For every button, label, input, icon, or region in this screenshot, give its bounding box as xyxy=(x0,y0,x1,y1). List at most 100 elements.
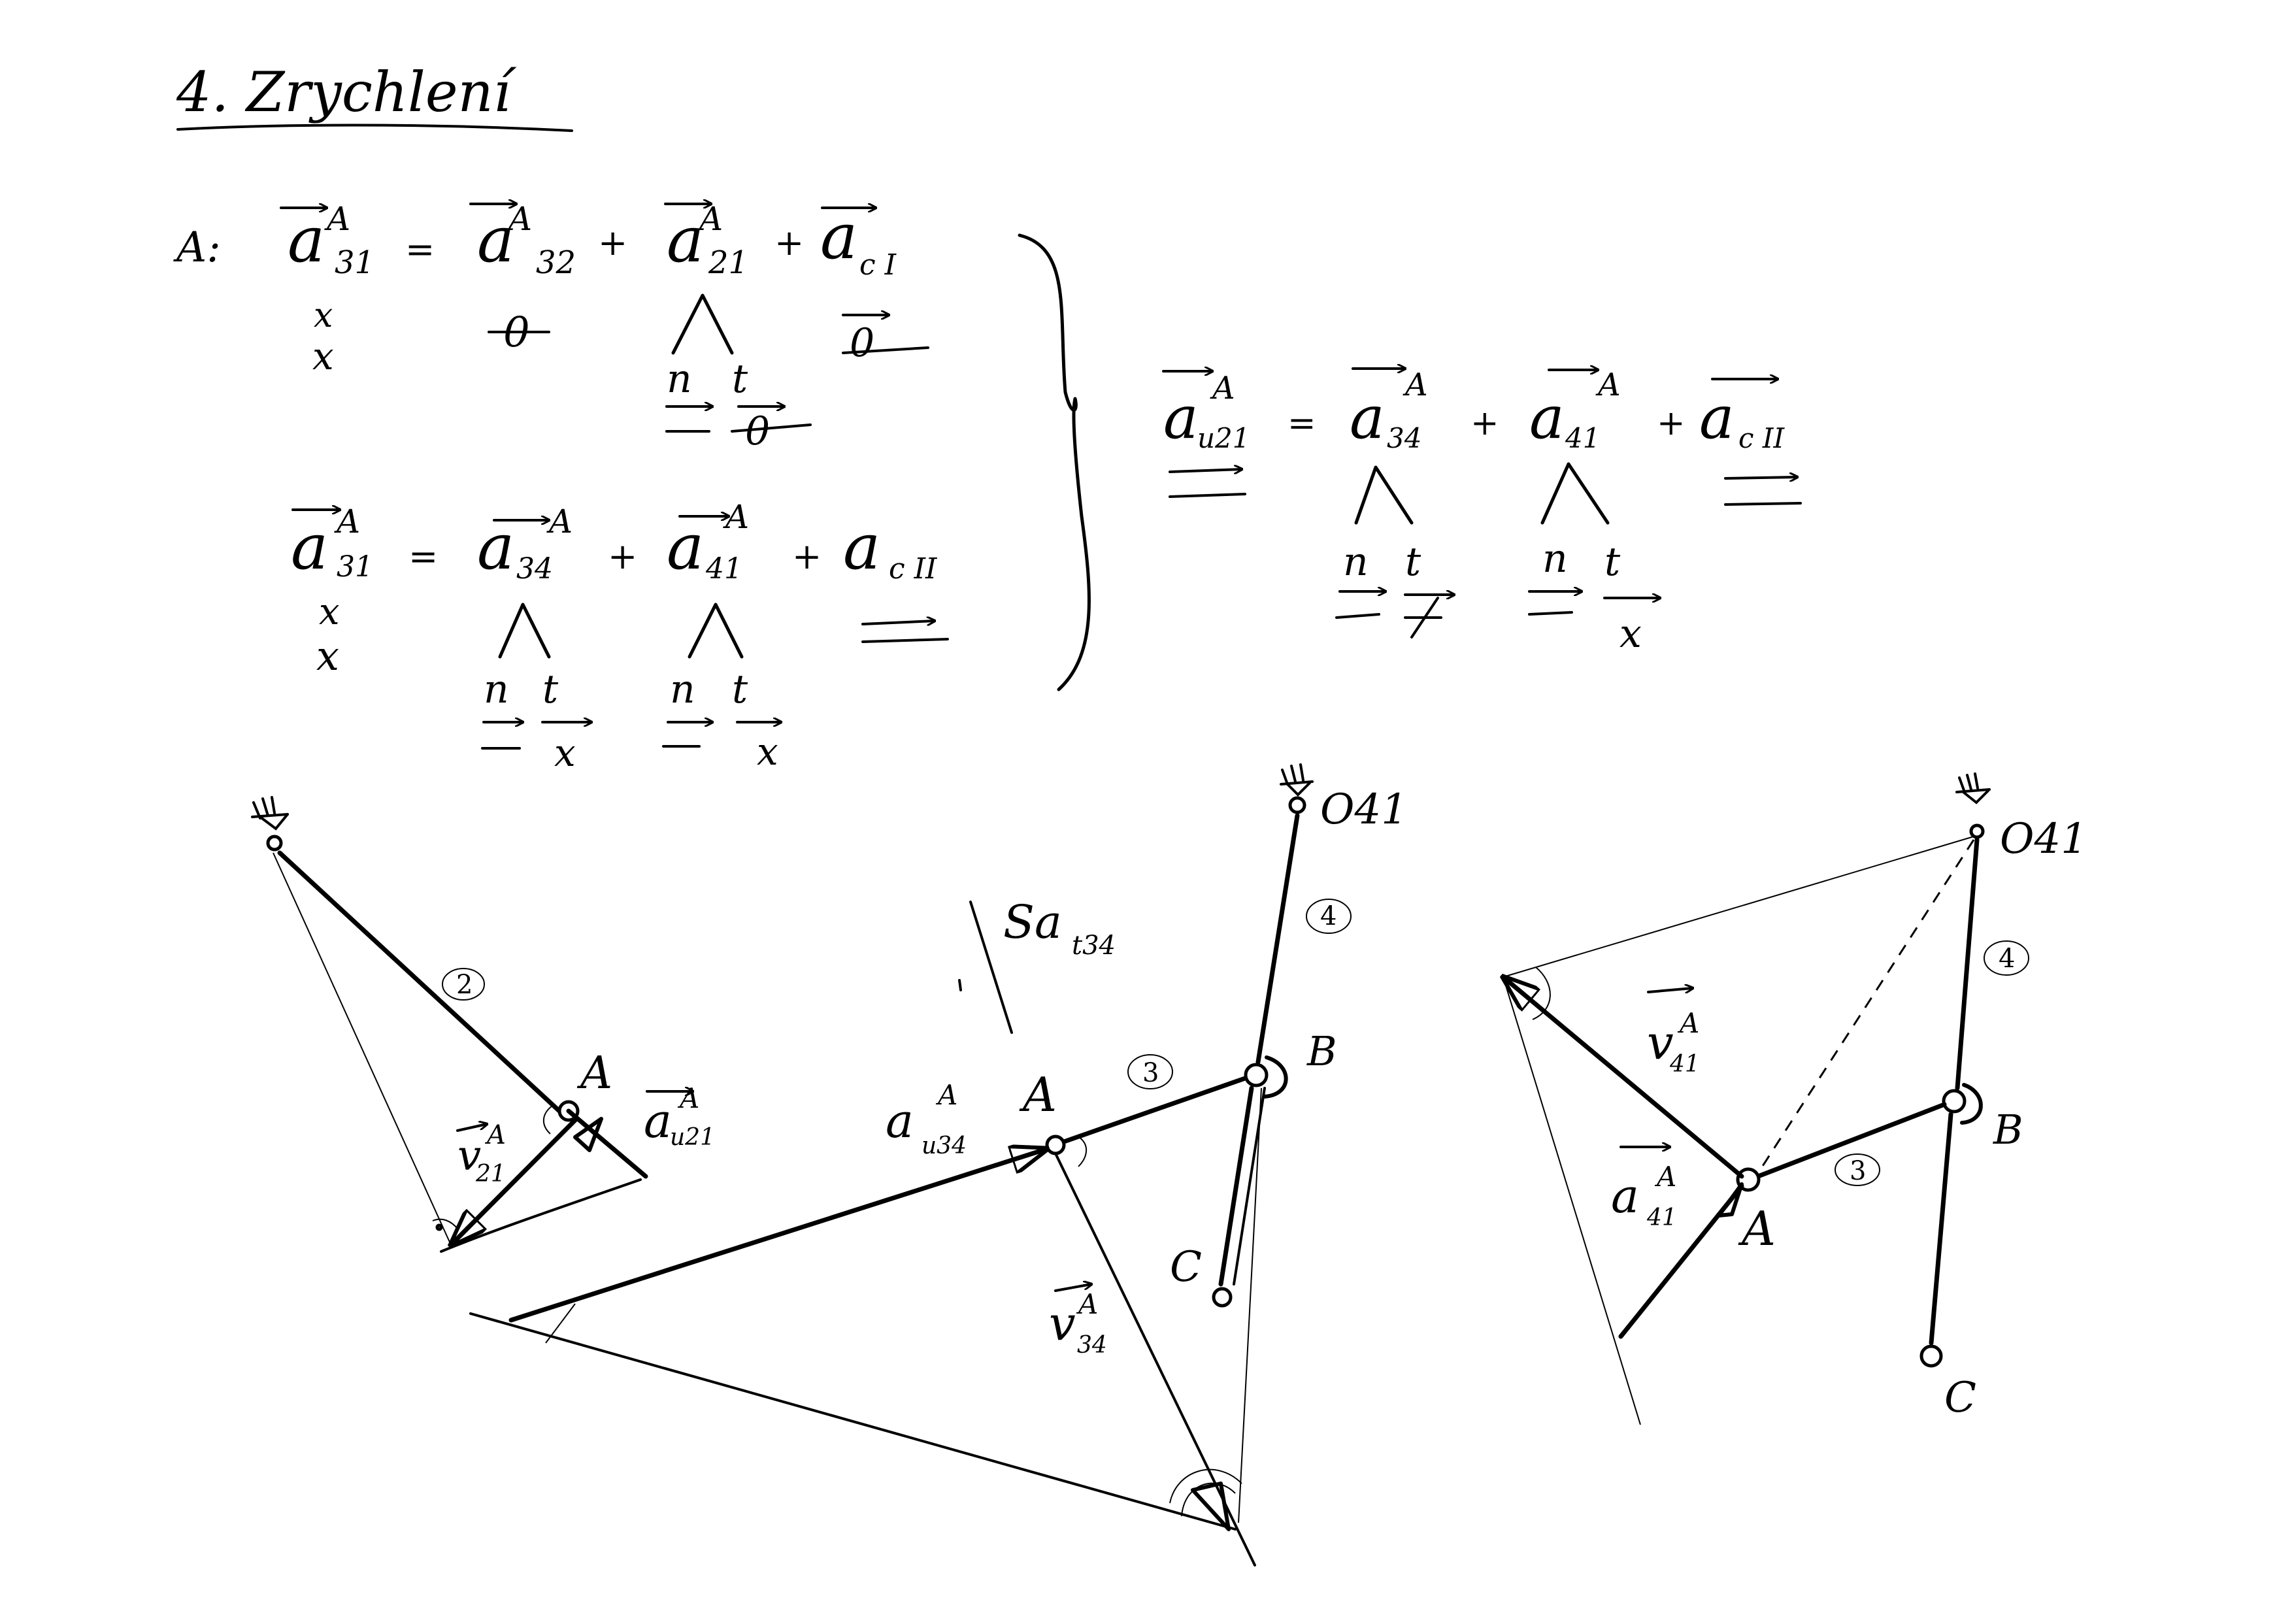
v41-label: v xyxy=(1647,1015,1674,1070)
link-4-label-3: 4 xyxy=(1999,944,2015,974)
point-A-label-1: A xyxy=(576,1048,612,1099)
eq2-lhs: a xyxy=(291,510,328,584)
eq3-plus-1: + xyxy=(1470,404,1499,443)
eq1-term3: a xyxy=(820,200,857,273)
link-3-label-3: 3 xyxy=(1850,1156,1866,1186)
tick-mark-2 xyxy=(545,1303,576,1344)
eq2-term1: a xyxy=(477,510,514,584)
eq3-term2: a xyxy=(1529,384,1565,452)
construction-line-1 xyxy=(273,852,452,1246)
eq1-term2: a xyxy=(667,203,704,276)
eq2-plus-1: + xyxy=(608,536,637,577)
eq2-mark-x2: x xyxy=(316,632,339,680)
ground-support-3 xyxy=(1955,772,1991,839)
a-u34-label: a xyxy=(886,1093,914,1148)
construction-line-3a xyxy=(1503,836,1974,978)
eq1-plus-1: + xyxy=(598,222,627,263)
eq3-mark-t-2: t xyxy=(1604,539,1621,585)
eq3-mark-n2-line xyxy=(1528,611,1573,616)
v41-sup: A xyxy=(1677,1007,1699,1039)
v21-sub: 21 xyxy=(475,1161,506,1187)
eq1-mark-t3-strike xyxy=(842,346,929,354)
vector-a41-head xyxy=(1717,1182,1744,1218)
eq3-lhs-mark-line xyxy=(1169,493,1246,498)
O41-label-2: O41 xyxy=(1320,786,1408,834)
eq3-split-caret-1 xyxy=(1354,465,1414,525)
eq3-equals: = xyxy=(1287,404,1316,443)
eq1-term3-sub: c I xyxy=(859,248,897,282)
eq3-lhs: a xyxy=(1163,384,1199,452)
eq2-term2: a xyxy=(667,510,704,584)
joint-C-3 xyxy=(1919,1344,1943,1368)
eq1-term1-sub: 32 xyxy=(536,244,576,281)
link-4-label-2: 4 xyxy=(1320,901,1337,931)
eq2-plus-2: + xyxy=(792,536,822,577)
right-angle-mark-2 xyxy=(432,1218,458,1229)
eq2-mark-t-2: t xyxy=(732,667,748,712)
eq2-split-caret-1 xyxy=(498,603,551,659)
diagram-2: O41 4 B C 3 A Sa t34 a A u34 v A 34 xyxy=(469,763,1408,1566)
eq3-mark-t1-strike xyxy=(1410,597,1439,638)
construction-line-3b xyxy=(1503,976,1641,1425)
link-2-label: 2 xyxy=(456,970,473,1000)
eq1-term1: a xyxy=(477,203,514,276)
curly-brace xyxy=(1018,233,1091,691)
joint-B-2 xyxy=(1244,1063,1269,1087)
link-4-upper xyxy=(1255,813,1300,1065)
eq1-mark-t3-zero: 0 xyxy=(850,320,874,366)
eq1-mark-t: t xyxy=(732,356,748,402)
link-3-label-2: 3 xyxy=(1142,1058,1159,1088)
vector-v34-head xyxy=(1191,1482,1231,1531)
eq1-term2-sup: A xyxy=(697,200,723,238)
eq2-lhs-sup: A xyxy=(334,503,360,540)
eq1-mark-n: n xyxy=(667,356,692,402)
a-u21-sup: A xyxy=(677,1082,699,1114)
vector-v41 xyxy=(1503,977,1744,1179)
O41-label-3: O41 xyxy=(2000,815,2087,863)
page-title: 4. Zrychlení xyxy=(176,60,517,124)
point-C-label-2: C xyxy=(1170,1243,1202,1291)
eq2-mark-t-1: t xyxy=(542,667,559,712)
eq1-lhs: a xyxy=(288,203,325,276)
v21-label: v xyxy=(457,1132,481,1180)
eq3-lhs-sup: A xyxy=(1210,370,1235,406)
eq3-term1-sup: A xyxy=(1403,367,1428,403)
eq1-plus-2: + xyxy=(774,222,804,263)
eq1-lhs-sub: 31 xyxy=(335,244,374,281)
vector-a-u21-head xyxy=(573,1117,603,1152)
eq1-term1-sup: A xyxy=(506,200,532,238)
link-3-3 xyxy=(1755,1102,1947,1179)
eq3-mark-t-1: t xyxy=(1405,539,1421,585)
link-4-upper-3 xyxy=(1955,837,1980,1091)
eq1-mark-lhs-x2: x xyxy=(312,334,334,378)
eq3-lhs-sub: u21 xyxy=(1197,422,1250,454)
equation-2: a A 31 = a A 34 + a A 41 + a c II x x n … xyxy=(291,498,949,775)
eq3-term2-sup: A xyxy=(1595,367,1621,403)
eq1-lhs-sup: A xyxy=(324,200,350,238)
eq2-mark-t1-x: x xyxy=(554,731,576,775)
eq3-term1-sub: 34 xyxy=(1387,422,1421,454)
eq3-mark-n-2: n xyxy=(1542,536,1568,582)
eq3-mark-n1-line xyxy=(1335,613,1380,619)
eq1-point-label: A: xyxy=(173,224,221,272)
a41-sup: A xyxy=(1654,1161,1676,1193)
a41-label: a xyxy=(1611,1168,1639,1223)
equation-3: a A u21 = a A 34 + a A 41 + a c II n t n… xyxy=(1162,367,1802,657)
right-angle-mark-1 xyxy=(542,1105,553,1135)
v34-label: v xyxy=(1049,1296,1076,1351)
v41-sub: 41 xyxy=(1669,1051,1700,1078)
a-u34-sub: u34 xyxy=(922,1133,967,1159)
ground-support-2 xyxy=(1280,763,1314,814)
link-4-lower-3 xyxy=(1929,1112,1953,1346)
eq3-lhs-mark-arrow xyxy=(1169,469,1242,472)
eq2-mark-t3-line xyxy=(861,638,949,643)
point-B-label-3: B xyxy=(1993,1106,2023,1153)
right-angle-mark-4 xyxy=(1532,967,1551,1020)
title-group: 4. Zrychlení xyxy=(176,60,573,132)
eq2-term2-sub: 41 xyxy=(705,552,742,586)
v34-sup: A xyxy=(1076,1288,1098,1320)
eq3-term3-mark-line xyxy=(1724,502,1802,506)
eq3-term3-sub: c II xyxy=(1738,422,1785,454)
